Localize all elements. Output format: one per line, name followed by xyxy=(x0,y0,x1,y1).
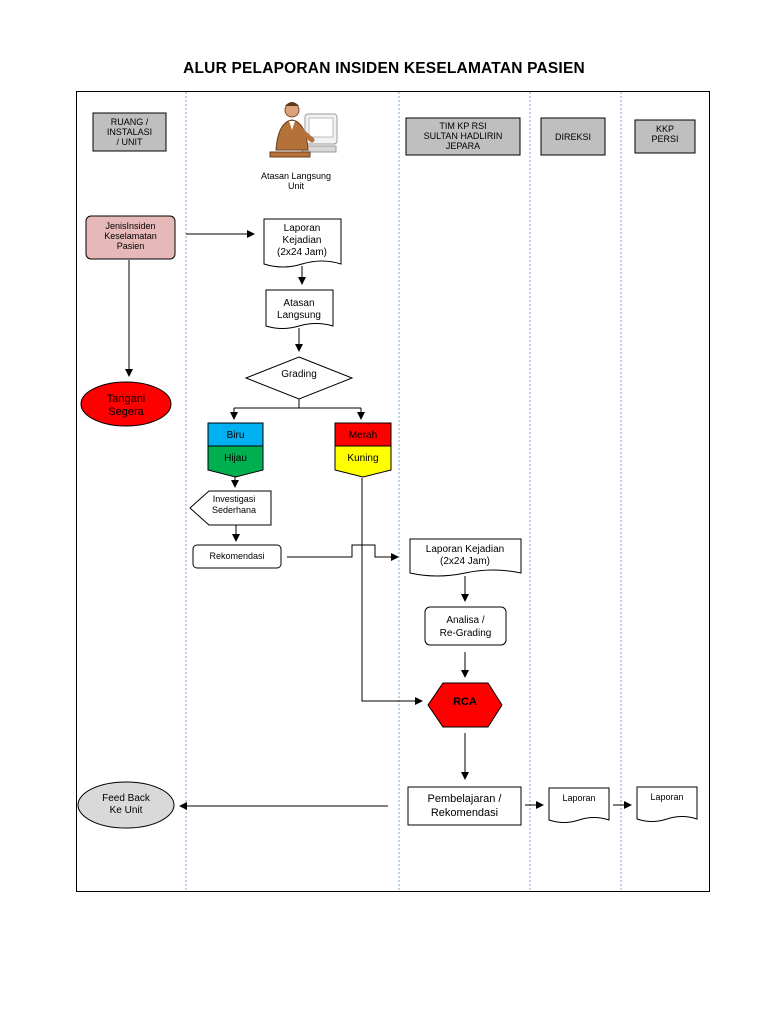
svg-text:Rekomendasi: Rekomendasi xyxy=(431,807,498,819)
svg-text:KKP: KKP xyxy=(656,124,674,134)
node-feed-back: Feed Back Ke Unit xyxy=(77,781,175,829)
svg-text:DIREKSI: DIREKSI xyxy=(555,132,591,142)
svg-text:Kuning: Kuning xyxy=(347,453,378,464)
svg-text:RCA: RCA xyxy=(453,696,477,708)
node-laporan-kejadian-1: Laporan Kejadian (2x24 Jam) xyxy=(263,218,342,268)
svg-text:/ UNIT: / UNIT xyxy=(117,137,144,147)
arrow-rekomendasi-to-laporan-2 xyxy=(287,544,399,561)
node-atasan-langsung: Atasan Langsung xyxy=(265,289,334,329)
svg-text:Laporan: Laporan xyxy=(284,223,321,234)
node-pembelajaran: Pembelajaran / Rekomendasi xyxy=(407,786,522,826)
office-worker-icon xyxy=(269,102,338,158)
lane-header-unit: RUANG / INSTALASI / UNIT xyxy=(92,112,167,152)
node-investigasi: Investigasi Sederhana xyxy=(189,490,272,526)
node-biru-hijau: Biru Hijau xyxy=(207,422,264,478)
svg-text:Laporan Kejadian: Laporan Kejadian xyxy=(426,544,504,555)
svg-text:JEPARA: JEPARA xyxy=(446,141,480,151)
lane-header-supervisor: Atasan Langsung Unit xyxy=(261,102,338,191)
svg-text:Investigasi: Investigasi xyxy=(213,494,256,504)
svg-text:PERSI: PERSI xyxy=(651,134,678,144)
lane-header-kkp: KKP PERSI xyxy=(634,119,696,154)
node-analisa: Analisa / Re-Grading xyxy=(424,606,507,646)
node-grading: Grading xyxy=(244,356,354,400)
node-tangani-segera: Tangani Segera xyxy=(80,381,172,427)
svg-text:Atasan: Atasan xyxy=(283,298,314,309)
svg-text:Keselamatan: Keselamatan xyxy=(104,231,157,241)
svg-text:TIM KP RSI: TIM KP RSI xyxy=(439,121,486,131)
svg-text:Tangani: Tangani xyxy=(107,393,146,405)
diagram-frame xyxy=(76,91,710,892)
node-jenis-insiden: JenisInsiden Keselamatan Pasien xyxy=(85,215,176,260)
svg-text:JenisInsiden: JenisInsiden xyxy=(105,221,155,231)
svg-text:Biru: Biru xyxy=(227,430,245,441)
svg-text:Sederhana: Sederhana xyxy=(212,505,256,515)
svg-text:(2x24 Jam): (2x24 Jam) xyxy=(440,556,490,567)
svg-text:Segera: Segera xyxy=(108,406,144,418)
svg-text:Rekomendasi: Rekomendasi xyxy=(209,551,264,561)
lane-header-direksi: DIREKSI xyxy=(540,117,606,156)
node-laporan-kkp: Laporan xyxy=(636,786,698,822)
svg-text:Laporan: Laporan xyxy=(562,793,595,803)
svg-text:RUANG /: RUANG / xyxy=(111,117,149,127)
svg-text:Analisa /: Analisa / xyxy=(446,615,485,626)
svg-text:Atasan Langsung: Atasan Langsung xyxy=(261,171,331,181)
node-merah-kuning: Merah Kuning xyxy=(334,422,392,478)
svg-text:INSTALASI: INSTALASI xyxy=(107,127,152,137)
svg-text:Langsung: Langsung xyxy=(277,310,321,321)
arrow-kuning-to-rca xyxy=(361,478,423,705)
svg-text:Re-Grading: Re-Grading xyxy=(440,628,492,639)
page-title: ALUR PELAPORAN INSIDEN KESELAMATAN PASIE… xyxy=(183,60,585,77)
lane-header-tim: TIM KP RSI SULTAN HADLIRIN JEPARA xyxy=(405,117,521,156)
lane-dividers xyxy=(185,92,622,891)
svg-text:(2x24 Jam): (2x24 Jam) xyxy=(277,247,327,258)
svg-text:Laporan: Laporan xyxy=(650,792,683,802)
svg-text:Kejadian: Kejadian xyxy=(283,235,322,246)
svg-text:Grading: Grading xyxy=(281,369,317,380)
svg-text:Hijau: Hijau xyxy=(224,453,247,464)
node-laporan-direksi: Laporan xyxy=(548,787,610,823)
svg-text:Pembelajaran /: Pembelajaran / xyxy=(428,793,503,805)
svg-text:Unit: Unit xyxy=(288,181,305,191)
node-rekomendasi: Rekomendasi xyxy=(192,544,282,569)
connectors xyxy=(125,230,632,810)
svg-text:Merah: Merah xyxy=(349,430,377,441)
node-rca: RCA xyxy=(427,682,503,728)
svg-text:Feed Back: Feed Back xyxy=(102,793,151,804)
node-laporan-kejadian-2: Laporan Kejadian (2x24 Jam) xyxy=(409,538,522,577)
svg-text:Pasien: Pasien xyxy=(117,241,145,251)
svg-text:SULTAN HADLIRIN: SULTAN HADLIRIN xyxy=(424,131,503,141)
svg-text:Ke Unit: Ke Unit xyxy=(110,805,143,816)
